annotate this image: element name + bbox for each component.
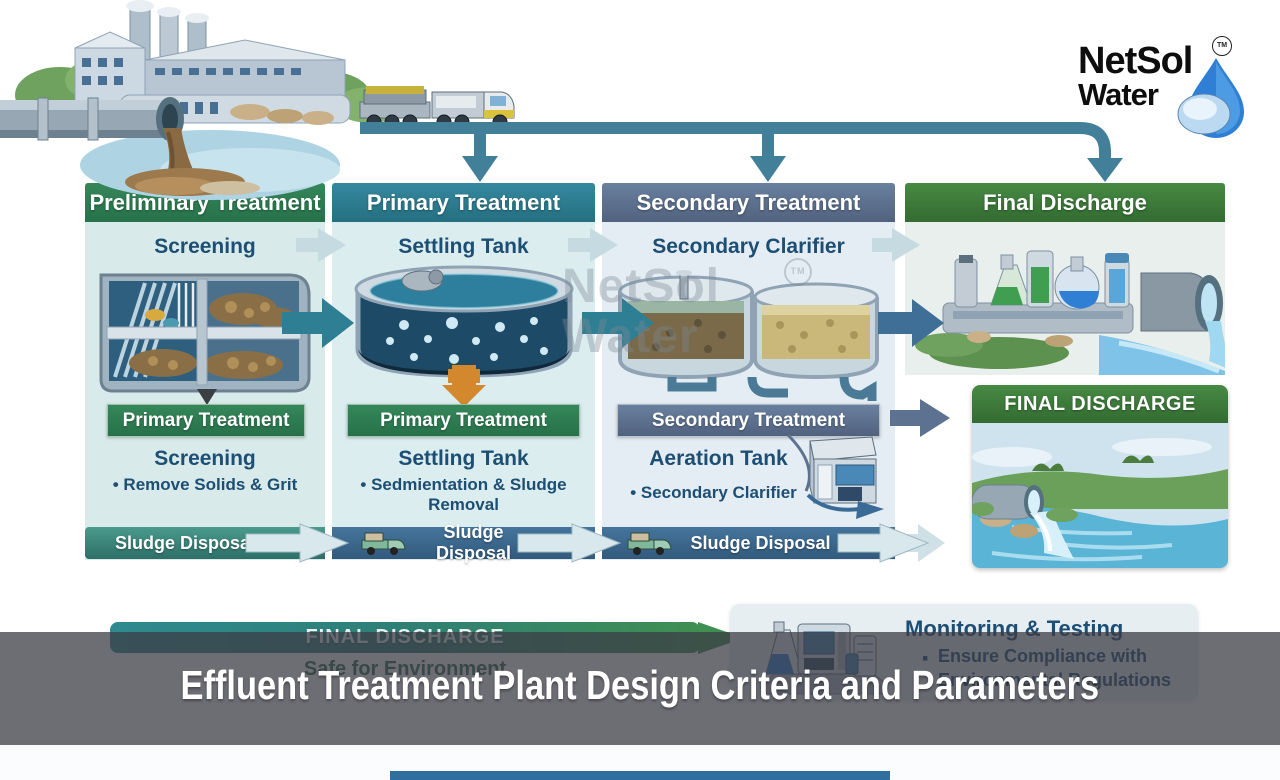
column-preliminary-treatment: Preliminary Treatment Screening <box>85 183 325 560</box>
logo-text-water: Water <box>1078 77 1159 112</box>
primary-detail-title: Settling Tank <box>398 447 529 470</box>
primary-sludge-label: Sludge Disposal <box>435 522 512 563</box>
settling-tank-illustration <box>354 265 574 407</box>
aeration-building-icon <box>786 433 884 519</box>
page-title-text: Effluent Treatment Plant Design Criteria… <box>180 662 1100 708</box>
preliminary-sludge-label: Sludge Disposal <box>114 532 256 553</box>
column-primary-treatment: Primary Treatment Settling Tank Primary … <box>332 183 595 563</box>
secondary-badge: Secondary Treatment <box>617 404 880 437</box>
screening-illustration <box>99 273 317 405</box>
down-arrow-secondary-icon <box>750 156 786 182</box>
logo-tm-mark: TM <box>1212 36 1232 56</box>
preliminary-detail-title: Screening <box>154 447 256 470</box>
preliminary-badge: Primary Treatment <box>107 404 305 437</box>
preliminary-detail-bullet: • Remove Solids & Grit <box>112 475 298 494</box>
column-final-discharge: Final Discharge <box>905 183 1228 568</box>
page-title: Effluent Treatment Plant Design Criteria… <box>0 662 1280 709</box>
primary-sludge-bar: Sludge Disposal <box>332 522 595 563</box>
secondary-sludge-label: Sludge Disposal <box>690 532 831 553</box>
sludge-truck-icon <box>627 532 672 555</box>
netsol-water-logo: NetSol Water TM <box>1072 36 1252 138</box>
primary-detail-bullet: • Sedmientation & Sludge Removal <box>360 475 567 514</box>
hauling-truck-illustration <box>359 86 515 130</box>
secondary-header: Secondary Treatment <box>602 183 895 222</box>
down-arrow-final-icon <box>1087 158 1123 182</box>
river-illustration <box>972 423 1228 568</box>
secondary-sludge-bar: Sludge Disposal <box>602 527 895 559</box>
primary-header: Primary Treatment <box>332 183 595 222</box>
preliminary-subtitle: Screening <box>154 235 256 258</box>
water-drop-icon <box>1177 58 1244 138</box>
final-header: Final Discharge <box>905 183 1225 222</box>
secondary-subtitle: Secondary Clarifier <box>652 235 845 258</box>
final-discharge-panel: FINAL DISCHARGE <box>972 385 1228 568</box>
final-testing-illustration <box>915 250 1225 375</box>
primary-badge: Primary Treatment <box>347 404 580 437</box>
secondary-clarifier-illustration <box>618 270 879 401</box>
title-banner-overlay <box>0 632 1280 745</box>
primary-subtitle: Settling Tank <box>398 235 529 258</box>
logo-text-netsol: NetSol <box>1078 40 1193 82</box>
secondary-detail-bullet: • Secondary Clarifier <box>630 483 797 502</box>
preliminary-sludge-bar: Sludge Disposal <box>85 527 325 559</box>
sludge-truck-icon <box>361 532 406 555</box>
secondary-detail-title: Aeration Tank <box>649 447 788 470</box>
final-panel-header: FINAL DISCHARGE <box>972 385 1228 423</box>
footer-blue-bar <box>390 771 890 780</box>
column-secondary-treatment: Secondary Treatment Secondary Clarifier … <box>602 183 895 560</box>
